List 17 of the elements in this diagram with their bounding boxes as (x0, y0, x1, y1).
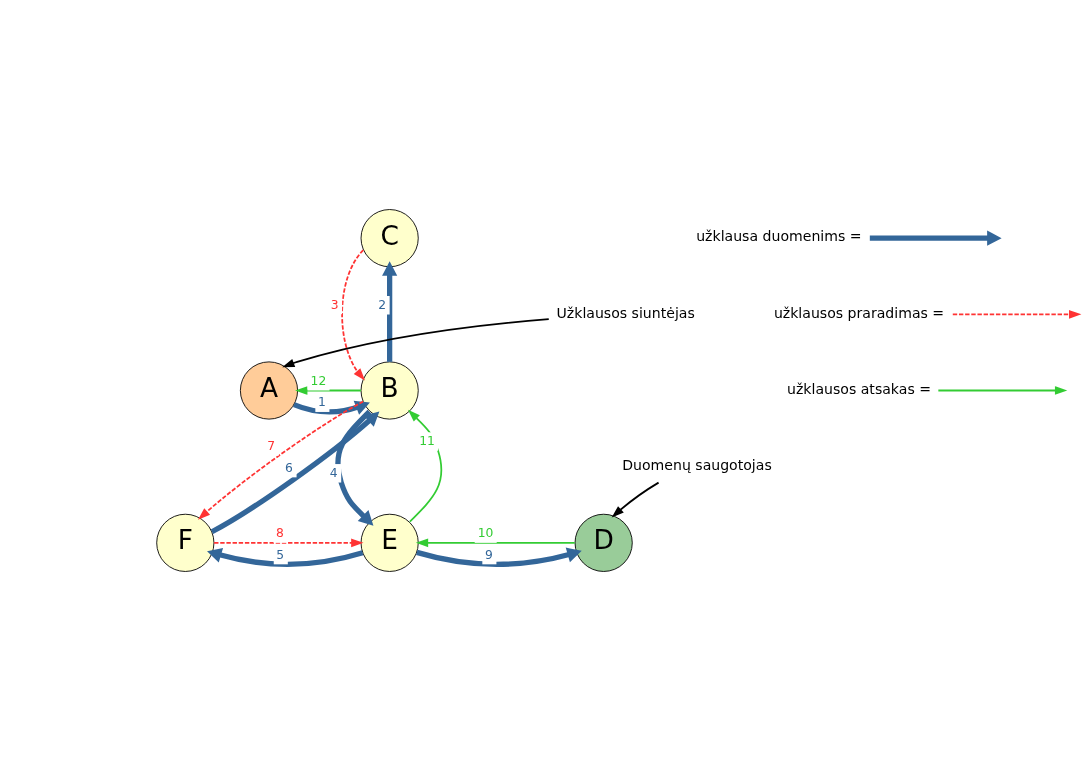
edge-label: 7 (267, 438, 276, 453)
legend-label: užklausos praradimas = (773, 304, 945, 321)
edge-label: 6 (285, 460, 293, 475)
edge-label: 8 (276, 525, 284, 540)
edge-label: 1 (317, 394, 326, 409)
edge-label: 9 (484, 547, 493, 562)
legend-label: užklausa duomenims = (696, 227, 862, 244)
edge-label: 3 (330, 297, 339, 312)
node-text: Užklausos siuntėjas (556, 304, 695, 321)
edge-label: 11 (419, 433, 435, 448)
legend-label: užklausos atsakas = (787, 380, 932, 397)
node-text: Duomenų saugotojas (622, 456, 772, 473)
edge-label: 2 (378, 297, 387, 312)
edge-label: 10 (477, 525, 494, 540)
edge-label: 12 (310, 373, 327, 388)
edge-label: 5 (276, 547, 285, 562)
edge-label: 4 (329, 465, 338, 480)
